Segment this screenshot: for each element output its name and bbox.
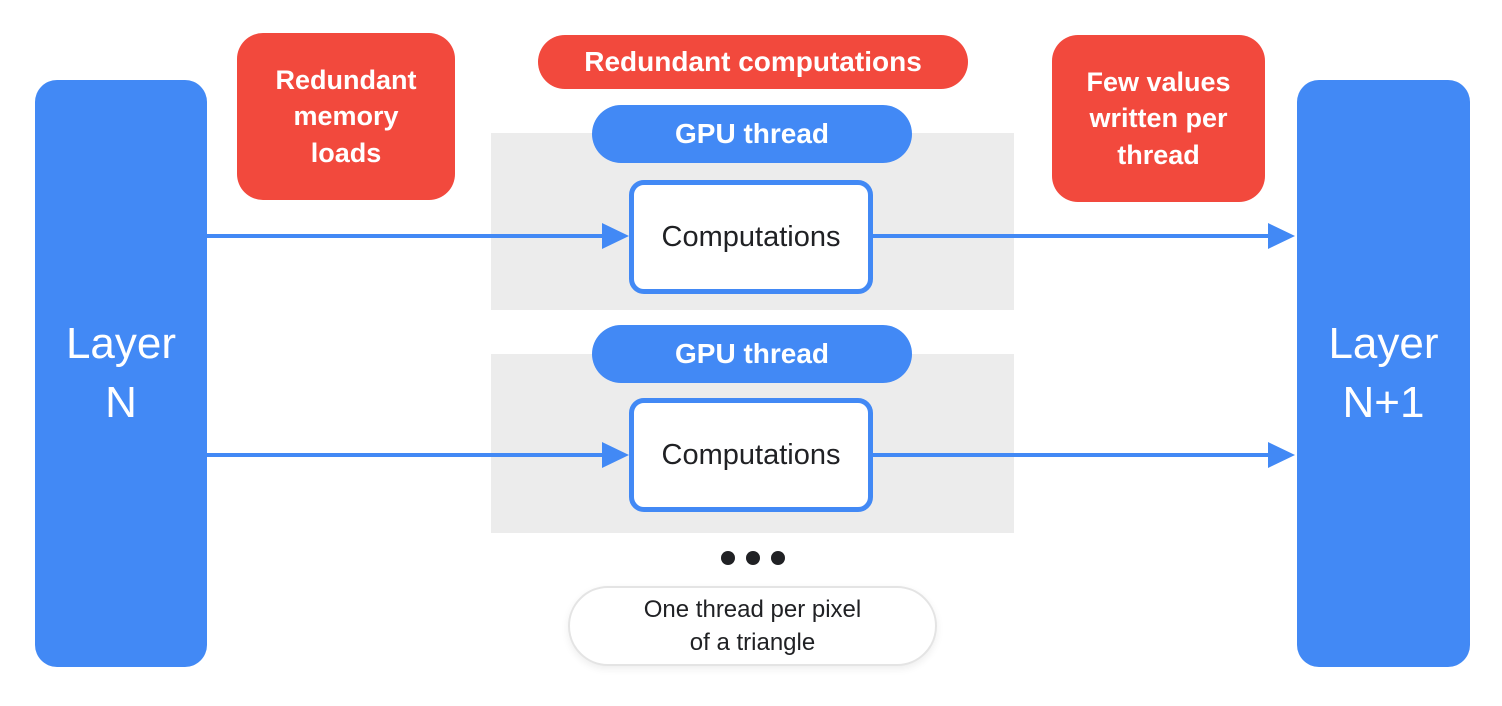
- arrow-line-top-left: [207, 234, 604, 238]
- few-values-written-badge: Few values written per thread: [1052, 35, 1265, 202]
- gpu-thread-pill-1: GPU thread: [592, 105, 912, 163]
- arrow-right-head-icon: [1268, 223, 1295, 249]
- computations-box-2: Computations: [629, 398, 873, 512]
- arrow-line-bottom-left: [207, 453, 604, 457]
- dot-icon: [746, 551, 760, 565]
- dot-icon: [771, 551, 785, 565]
- dot-icon: [721, 551, 735, 565]
- layer-n-box: Layer N: [35, 80, 207, 667]
- arrow-right-head-icon: [602, 442, 629, 468]
- redundant-memory-loads-badge: Redundant memory loads: [237, 33, 455, 200]
- arrow-right-head-icon: [602, 223, 629, 249]
- arrow-right-head-icon: [1268, 442, 1295, 468]
- one-thread-per-pixel-note: One thread per pixel of a triangle: [568, 586, 937, 666]
- ellipsis-dots-icon: [721, 551, 785, 565]
- redundant-computations-badge: Redundant computations: [538, 35, 968, 89]
- arrow-line-bottom-right: [873, 453, 1269, 457]
- gpu-thread-pill-2: GPU thread: [592, 325, 912, 383]
- computations-box-1: Computations: [629, 180, 873, 294]
- arrow-line-top-right: [873, 234, 1269, 238]
- layer-n-plus-1-box: Layer N+1: [1297, 80, 1470, 667]
